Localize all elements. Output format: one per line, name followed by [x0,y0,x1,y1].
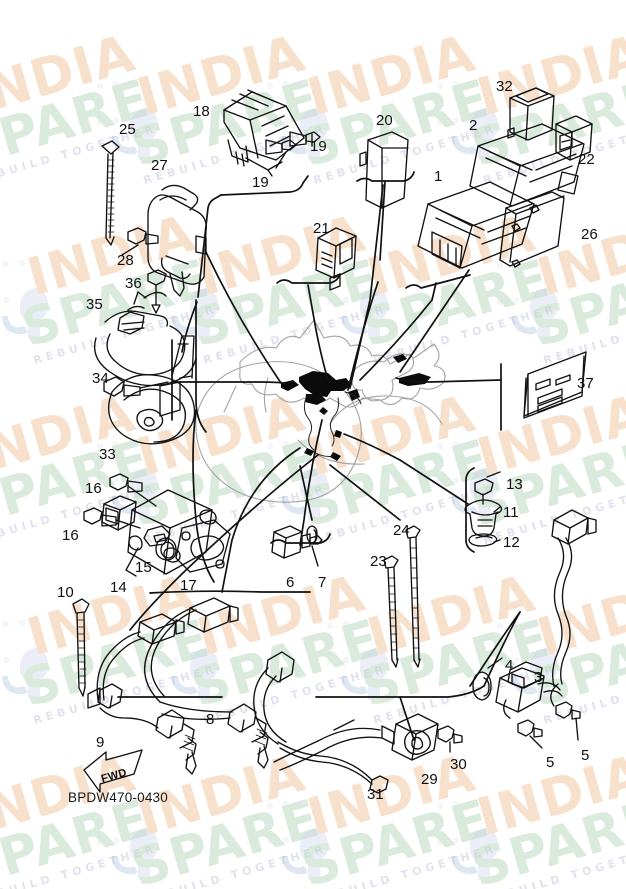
callout-34[interactable]: 34 [92,370,109,387]
callout-12[interactable]: 12 [503,534,520,551]
callout-2[interactable]: 2 [469,117,478,134]
callout-33[interactable]: 33 [99,446,116,463]
callout-7[interactable]: 7 [318,574,327,591]
callout-36[interactable]: 36 [125,275,142,292]
callout-24[interactable]: 24 [393,522,410,539]
callout-16b[interactable]: 16 [62,527,79,544]
callout-16a[interactable]: 16 [85,480,102,497]
callout-13[interactable]: 13 [506,476,523,493]
callout-17[interactable]: 17 [180,577,197,594]
callout-20[interactable]: 20 [376,112,393,129]
callout-15[interactable]: 15 [135,559,152,576]
callout-19a[interactable]: 19 [310,138,327,155]
callout-19b[interactable]: 19 [252,174,269,191]
diagram-part-code: BPDW470-0430 [68,790,168,805]
callout-8[interactable]: 8 [206,711,215,728]
callout-11[interactable]: 11 [503,504,519,521]
callout-5a[interactable]: 5 [546,754,555,771]
callout-26[interactable]: 26 [581,226,598,243]
callout-35[interactable]: 35 [86,296,103,313]
callout-6[interactable]: 6 [286,574,295,591]
callout-27[interactable]: 27 [151,157,168,174]
callout-37[interactable]: 37 [577,375,594,392]
callout-1[interactable]: 1 [434,168,443,185]
callout-30[interactable]: 30 [450,756,467,773]
callout-9[interactable]: 9 [96,734,105,751]
callout-29[interactable]: 29 [421,771,438,788]
callout-31[interactable]: 31 [367,786,384,803]
callout-10[interactable]: 10 [57,584,74,601]
callout-32[interactable]: 32 [496,78,513,95]
callout-3[interactable]: 3 [534,669,543,686]
callout-25[interactable]: 25 [119,121,136,138]
callout-28[interactable]: 28 [117,252,134,269]
callout-22[interactable]: 22 [578,151,595,168]
callout-21[interactable]: 21 [313,220,330,237]
callout-23[interactable]: 23 [370,553,387,570]
callout-14[interactable]: 14 [110,579,127,596]
callout-5b[interactable]: 5 [581,747,590,764]
callout-4[interactable]: 4 [505,657,514,674]
callout-18[interactable]: 18 [193,103,210,120]
